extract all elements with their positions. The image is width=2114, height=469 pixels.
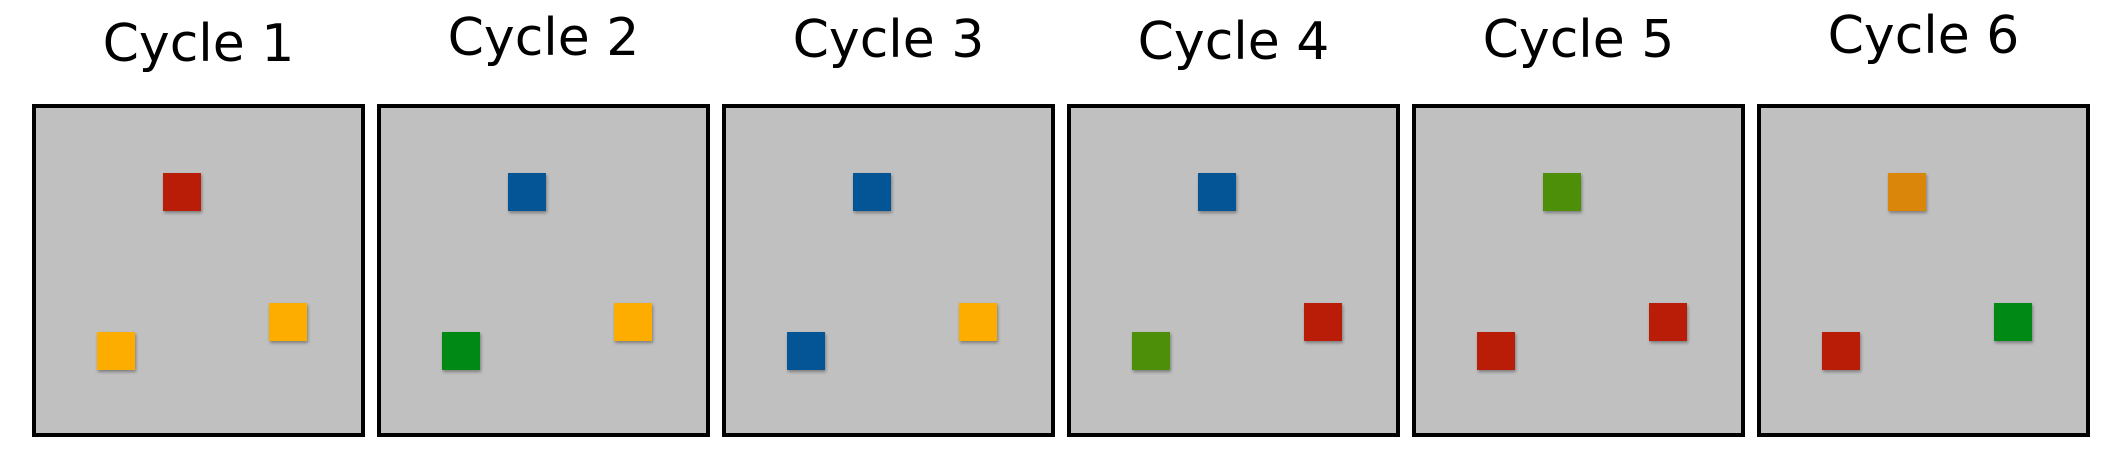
cycle-panel-2: Cycle 2 <box>377 0 710 469</box>
cycle-title: Cycle 5 <box>1482 10 1675 70</box>
cycle-display <box>32 104 365 437</box>
top-square <box>1888 173 1926 211</box>
top-square <box>853 173 891 211</box>
cycle-panel-1: Cycle 1 <box>32 0 365 469</box>
left-square <box>1822 332 1860 370</box>
cycle-display <box>1067 104 1400 437</box>
left-square <box>787 332 825 370</box>
cycle-display <box>722 104 1055 437</box>
left-square <box>442 332 480 370</box>
cycle-display <box>1757 104 2090 437</box>
right-square <box>1649 303 1687 341</box>
cycle-panel-4: Cycle 4 <box>1067 0 1400 469</box>
cycle-display <box>377 104 710 437</box>
cycle-title: Cycle 6 <box>1827 6 2020 66</box>
left-square <box>1132 332 1170 370</box>
left-square <box>1477 332 1515 370</box>
cycle-panel-6: Cycle 6 <box>1757 0 2090 469</box>
right-square <box>269 303 307 341</box>
right-square <box>614 303 652 341</box>
cycle-title: Cycle 1 <box>102 14 295 74</box>
right-square <box>1994 303 2032 341</box>
top-square <box>1543 173 1581 211</box>
cycle-panel-3: Cycle 3 <box>722 0 1055 469</box>
cycle-display <box>1412 104 1745 437</box>
cycle-panel-5: Cycle 5 <box>1412 0 1745 469</box>
top-square <box>1198 173 1236 211</box>
right-square <box>1304 303 1342 341</box>
top-square <box>163 173 201 211</box>
left-square <box>97 332 135 370</box>
cycle-title: Cycle 4 <box>1137 12 1330 72</box>
right-square <box>959 303 997 341</box>
cycle-title: Cycle 3 <box>792 10 985 70</box>
top-square <box>508 173 546 211</box>
cycle-title: Cycle 2 <box>447 8 640 68</box>
